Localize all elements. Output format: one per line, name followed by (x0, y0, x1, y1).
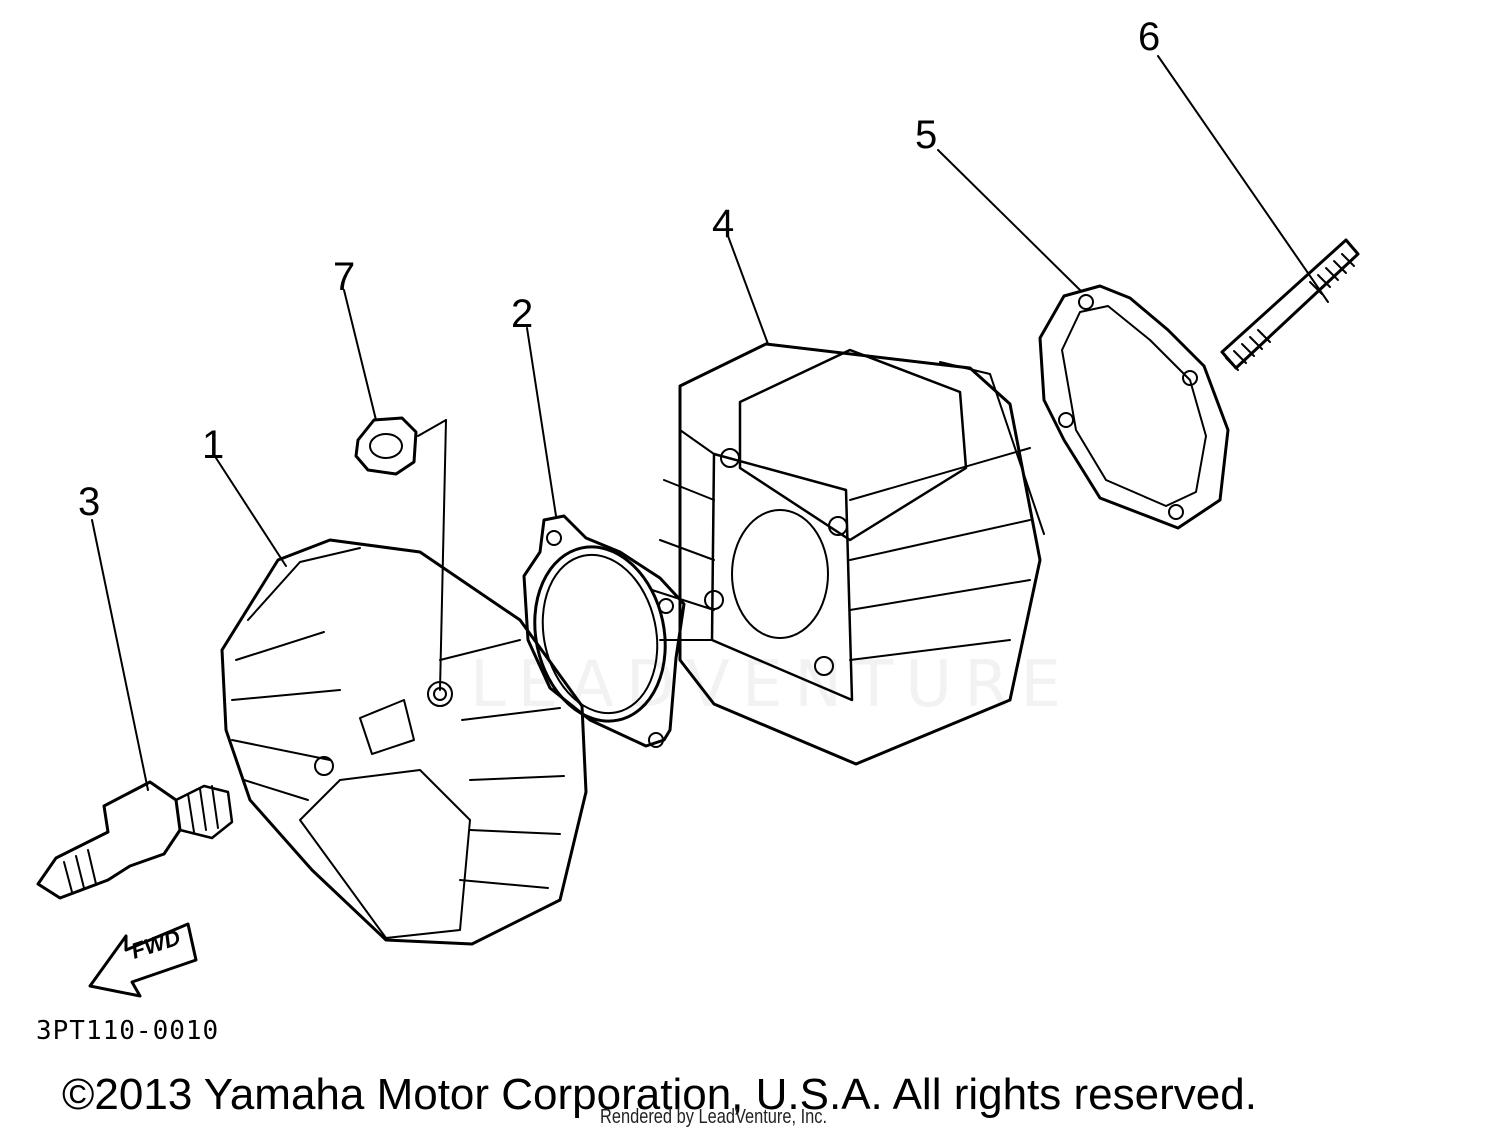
callout-3: 3 (78, 480, 101, 524)
stud-bolt-part (1220, 238, 1360, 371)
watermark: LEADVENTURE (470, 648, 1073, 722)
callout-2: 2 (511, 292, 534, 336)
copyright-notice: ©2013 Yamaha Motor Corporation, U.S.A. A… (62, 1070, 1257, 1119)
rendered-by-notice: Rendered by LeadVenture, Inc. (600, 1106, 828, 1128)
diagram-code: 3PT110-0010 (36, 1016, 220, 1046)
spark-plug-part (36, 780, 234, 900)
callout-7: 7 (333, 255, 356, 299)
nut-part (354, 416, 418, 476)
cylinder-head-part (220, 538, 588, 946)
forward-direction-arrow-icon (88, 922, 198, 998)
cylinder-part (651, 342, 1045, 766)
leader-lines (91, 55, 1329, 791)
callout-4: 4 (712, 202, 735, 246)
callout-1: 1 (202, 423, 225, 467)
cylinder-head-gasket-part (522, 514, 686, 748)
callout-6: 6 (1138, 15, 1161, 59)
cylinder-base-gasket-part (1038, 284, 1230, 530)
callout-5: 5 (915, 113, 938, 157)
